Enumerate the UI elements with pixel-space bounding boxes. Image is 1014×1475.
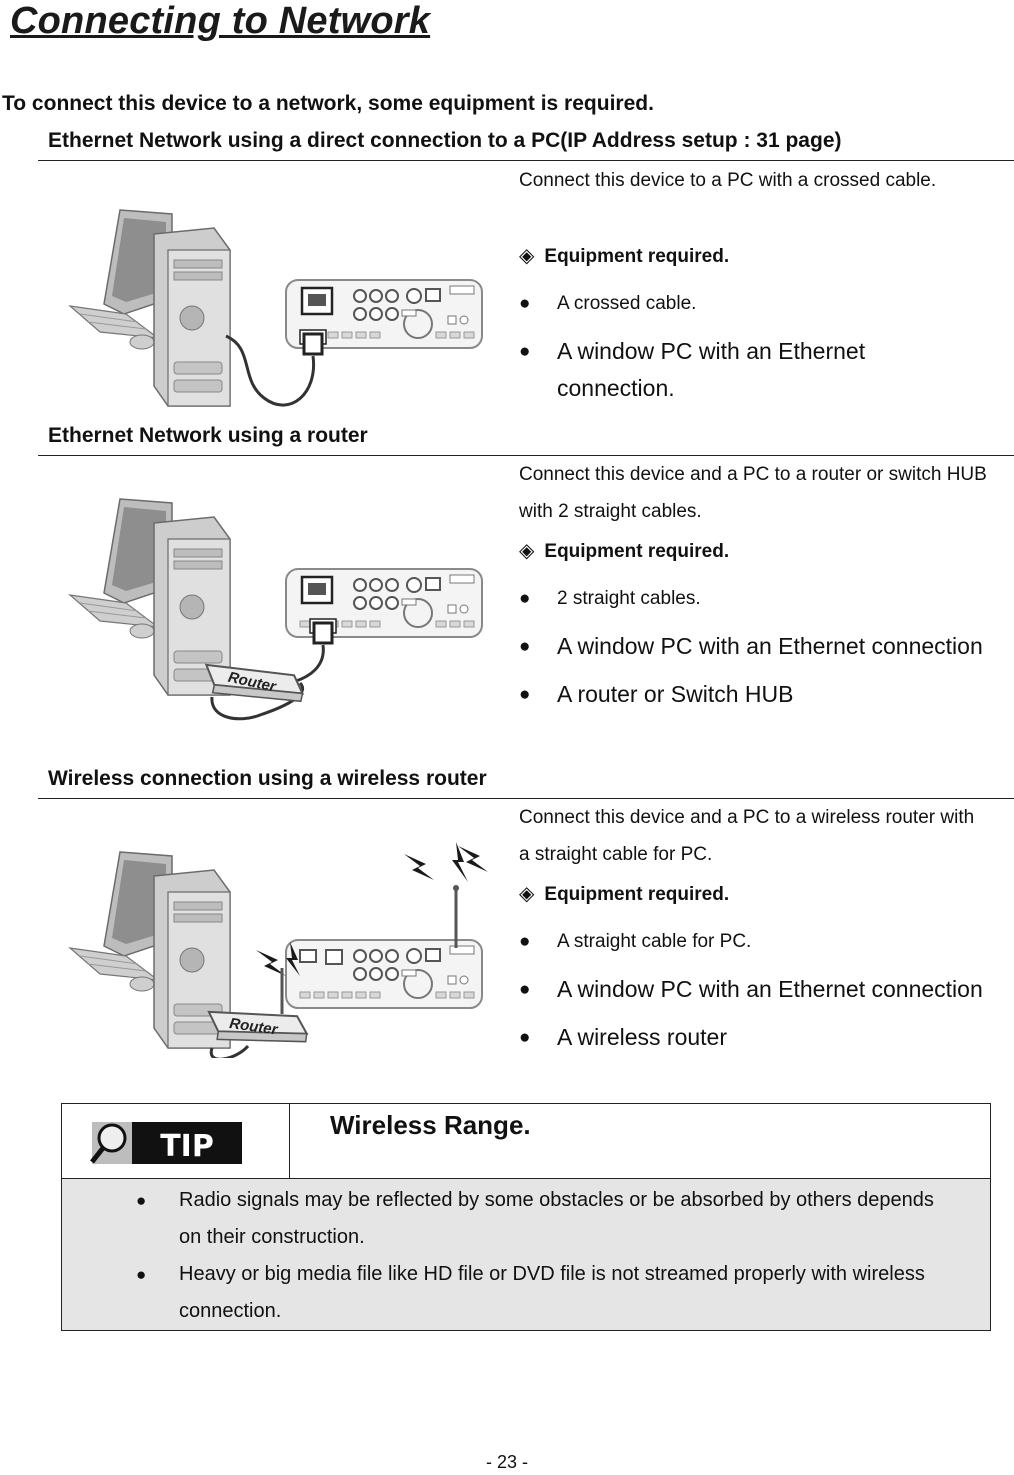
list-item: ●A crossed cable. <box>519 285 989 322</box>
section-divider <box>38 455 1014 456</box>
tip-header: TIP Wireless Range. <box>62 1104 990 1179</box>
list-item: ●A router or Switch HUB <box>519 676 989 713</box>
list-item: ●2 straight cables. <box>519 580 989 617</box>
equipment-list: ●A straight cable for PC. ●A window PC w… <box>519 923 989 1056</box>
equipment-heading: ◈Equipment required. <box>519 540 730 562</box>
router-box: Router <box>204 663 305 703</box>
equipment-list: ●2 straight cables. ●A window PC with an… <box>519 580 989 713</box>
bullet-dot-icon: ● <box>519 293 531 314</box>
intro-text: To connect this device to a network, som… <box>2 92 654 115</box>
tip-item: ●Radio signals may be reflected by some … <box>62 1182 959 1256</box>
diamond-icon: ◈ <box>519 245 535 267</box>
wireless-connection-illustration: Router <box>69 842 488 1058</box>
direct-connection-illustration <box>69 209 483 407</box>
bullet-dot-icon: ● <box>136 1191 147 1210</box>
router-connection-illustration: Router <box>69 498 483 721</box>
list-item: ●A straight cable for PC. <box>519 923 989 960</box>
section-heading-wireless: Wireless connection using a wireless rou… <box>48 767 487 790</box>
section-description: Connect this device to a PC with a cross… <box>519 170 937 191</box>
tip-body: ●Radio signals may be reflected by some … <box>62 1179 990 1330</box>
bullet-dot-icon: ● <box>136 1265 147 1284</box>
section-description: Connect this device and a PC to a router… <box>519 464 987 522</box>
section-divider <box>38 798 1014 799</box>
section-description: Connect this device and a PC to a wirele… <box>519 807 975 865</box>
page-title: Connecting to Network <box>10 0 431 42</box>
router-label: Router <box>228 1015 279 1039</box>
router-box: Router <box>207 1010 309 1043</box>
bullet-dot-icon: ● <box>519 979 531 1000</box>
list-item: ●A window PC with an Ethernet connection <box>519 628 989 665</box>
section-heading-router: Ethernet Network using a router <box>48 424 368 447</box>
bullet-dot-icon: ● <box>519 588 531 609</box>
bullet-dot-icon: ● <box>519 636 531 657</box>
bullet-dot-icon: ● <box>519 684 531 705</box>
bullet-dot-icon: ● <box>519 931 531 952</box>
list-item: ●A window PC with an Ethernet connection <box>519 971 989 1008</box>
tip-badge-label: TIP <box>160 1129 214 1164</box>
bullet-dot-icon: ● <box>519 341 531 362</box>
list-item: ●A window PC with an Ethernet connection… <box>519 333 989 407</box>
tip-badge: TIP <box>62 1104 290 1178</box>
diamond-icon: ◈ <box>519 540 535 562</box>
equipment-heading: ◈Equipment required. <box>519 883 730 905</box>
tip-item: ●Heavy or big media file like HD file or… <box>62 1256 959 1330</box>
magnifier-icon: TIP <box>90 1122 242 1164</box>
diamond-icon: ◈ <box>519 883 535 905</box>
tip-box: TIP Wireless Range. ●Radio signals may b… <box>61 1103 991 1331</box>
equipment-list: ●A crossed cable. ●A window PC with an E… <box>519 285 989 407</box>
section-divider <box>38 160 1014 161</box>
device-rear-panel <box>285 939 483 1009</box>
tip-title: Wireless Range. <box>330 1110 531 1140</box>
list-item: ●A wireless router <box>519 1019 989 1056</box>
bullet-dot-icon: ● <box>519 1027 531 1048</box>
section-heading-direct: Ethernet Network using a direct connecti… <box>48 129 842 152</box>
page-number: - 23 - <box>485 1452 528 1472</box>
device-rear-panel <box>285 568 483 638</box>
device-rear-panel <box>285 279 483 349</box>
equipment-heading: ◈Equipment required. <box>519 245 730 267</box>
